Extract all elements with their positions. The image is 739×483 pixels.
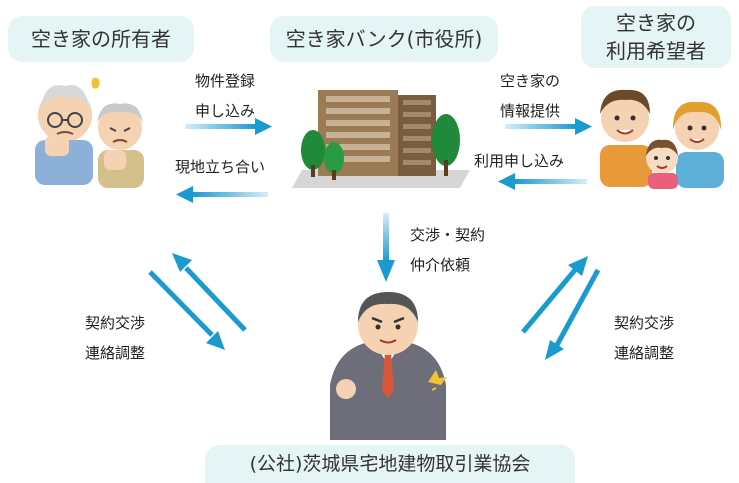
flow-user-to-bank-label: 利用申し込み bbox=[474, 152, 565, 170]
arrow-owner-to-bank bbox=[185, 118, 272, 135]
arrow-bank-to-owner bbox=[176, 186, 268, 203]
flow-bank-to-owner-label: 現地立ち合い bbox=[175, 158, 266, 176]
flow-owner-to-bank-label: 物件登録 申し込み bbox=[195, 72, 256, 120]
user-family-illustration bbox=[600, 89, 724, 189]
arrow-user-to-assoc bbox=[545, 268, 601, 360]
flow-user-assoc-label: 契約交渉 連絡調整 bbox=[614, 314, 675, 362]
user-label: 空き家の 利用希望者 bbox=[581, 6, 731, 68]
arrow-bank-to-user bbox=[505, 118, 592, 135]
bank-label: 空き家バンク(市役所) bbox=[270, 16, 498, 62]
owner-couple-illustration bbox=[35, 77, 144, 188]
city-hall-building bbox=[292, 90, 470, 188]
flow-owner-assoc-label: 契約交渉 連絡調整 bbox=[85, 314, 146, 362]
flow-bank-to-assoc-label: 交渉・契約 仲介依頼 bbox=[410, 226, 486, 274]
owner-label: 空き家の所有者 bbox=[8, 16, 194, 62]
arrow-assoc-to-user bbox=[521, 256, 588, 334]
agent-illustration bbox=[330, 292, 447, 440]
arrow-bank-to-assoc bbox=[377, 213, 395, 282]
assoc-label: (公社)茨城県宅地建物取引業協会 bbox=[205, 445, 575, 483]
flow-bank-to-user-label: 空き家の 情報提供 bbox=[500, 72, 561, 120]
arrow-assoc-to-owner bbox=[172, 253, 247, 332]
arrow-user-to-bank bbox=[498, 173, 587, 190]
arrow-owner-to-assoc bbox=[148, 270, 225, 350]
